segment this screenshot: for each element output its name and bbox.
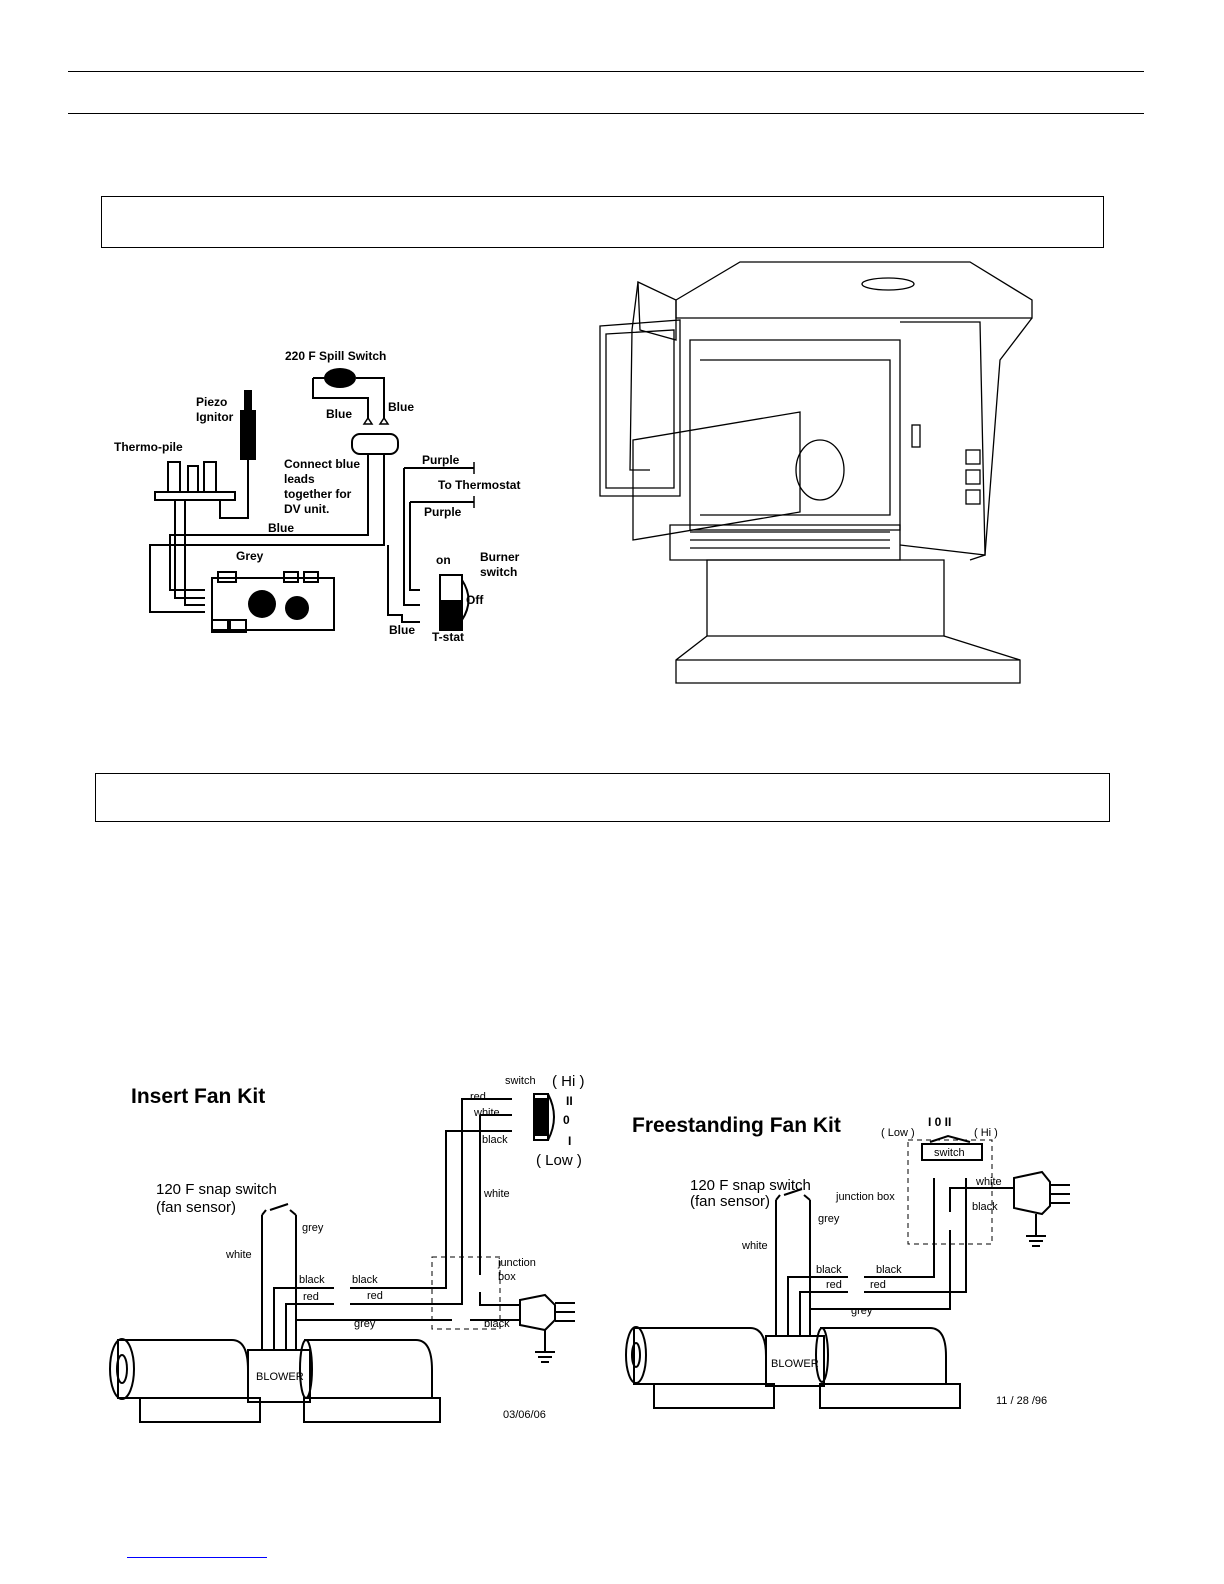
- thermopile-label: Thermo-pile: [114, 440, 183, 454]
- second-rule: [68, 113, 1144, 114]
- free-black-1: black: [972, 1201, 998, 1213]
- free-snap-switch-1: 120 F snap switch: [690, 1177, 811, 1194]
- insert-hi-label: ( Hi ): [552, 1073, 585, 1090]
- empty-caption-box-2: [95, 773, 1110, 822]
- connect-note-1: Connect blue: [284, 457, 360, 471]
- insert-kit-title: Insert Fan Kit: [131, 1085, 265, 1108]
- insert-red-1: red: [470, 1091, 486, 1103]
- free-hi-label: ( Hi ): [974, 1127, 998, 1139]
- stove-illustration: [599, 261, 1033, 684]
- on-label: on: [436, 553, 451, 567]
- free-positions: I 0 II: [928, 1115, 951, 1129]
- free-switch-label: switch: [934, 1147, 965, 1159]
- insert-pos-2: II: [566, 1094, 573, 1108]
- burner-label-2: switch: [480, 565, 517, 579]
- to-thermostat-label: To Thermostat: [438, 478, 520, 492]
- insert-white-2: white: [483, 1188, 510, 1200]
- free-low-label: ( Low ): [881, 1127, 915, 1139]
- piezo-label-1: Piezo: [196, 395, 227, 409]
- freestanding-kit-title: Freestanding Fan Kit: [632, 1114, 841, 1137]
- insert-black-4: black: [484, 1318, 510, 1330]
- free-grey-2: grey: [851, 1305, 873, 1317]
- free-grey-1: grey: [818, 1213, 840, 1225]
- footer-link-underline: [127, 1557, 267, 1558]
- free-snap-switch-2: (fan sensor): [690, 1193, 770, 1210]
- insert-blower-label: BLOWER: [256, 1371, 304, 1383]
- piezo-label-2: Ignitor: [196, 410, 234, 424]
- blue-label-2: Blue: [388, 400, 414, 414]
- insert-pos-1: I: [568, 1134, 571, 1148]
- free-red-2: red: [870, 1279, 886, 1291]
- blue-label-1: Blue: [326, 407, 352, 421]
- insert-black-1: black: [482, 1134, 508, 1146]
- insert-junction-1: junction: [497, 1257, 536, 1269]
- insert-switch-label: switch: [505, 1075, 536, 1087]
- insert-snap-switch-2: (fan sensor): [156, 1199, 236, 1216]
- off-label: Off: [466, 593, 484, 607]
- free-date: 11 / 28 /96: [996, 1395, 1047, 1407]
- free-white-1: white: [975, 1176, 1002, 1188]
- insert-white-3: white: [225, 1249, 252, 1261]
- insert-grey-1: grey: [302, 1222, 324, 1234]
- free-junction-label: junction box: [835, 1191, 895, 1203]
- free-white-2: white: [741, 1240, 768, 1252]
- free-black-3: black: [876, 1264, 902, 1276]
- purple-label-1: Purple: [422, 453, 460, 467]
- insert-snap-switch-1: 120 F snap switch: [156, 1181, 277, 1198]
- insert-low-label: ( Low ): [536, 1152, 582, 1169]
- free-red-1: red: [826, 1279, 842, 1291]
- tstat-label: T-stat: [432, 630, 464, 644]
- connect-note-4: DV unit.: [284, 502, 329, 516]
- insert-pos-0: 0: [563, 1113, 570, 1127]
- empty-caption-box-1: [101, 196, 1104, 248]
- free-blower-label: BLOWER: [771, 1358, 819, 1370]
- free-black-2: black: [816, 1264, 842, 1276]
- grey-label: Grey: [236, 549, 264, 563]
- insert-date: 03/06/06: [503, 1409, 546, 1421]
- blue-label-3: Blue: [268, 521, 294, 535]
- insert-grey-2: grey: [354, 1318, 376, 1330]
- blue-label-4: Blue: [389, 623, 415, 637]
- connect-note-2: leads: [284, 472, 315, 486]
- insert-junction-2: box: [498, 1271, 516, 1283]
- insert-red-2: red: [303, 1291, 319, 1303]
- insert-white-1: white: [473, 1107, 500, 1119]
- connect-note-3: together for: [284, 487, 352, 501]
- insert-red-3: red: [367, 1290, 383, 1302]
- gas-valve-wiring-diagram: 220 F Spill Switch Piezo Ignitor Thermo-…: [114, 349, 520, 644]
- insert-black-2: black: [299, 1274, 325, 1286]
- burner-label-1: Burner: [480, 550, 520, 564]
- spill-switch-label: 220 F Spill Switch: [285, 349, 386, 363]
- insert-black-3: black: [352, 1274, 378, 1286]
- top-rule: [68, 71, 1144, 72]
- purple-label-2: Purple: [424, 505, 462, 519]
